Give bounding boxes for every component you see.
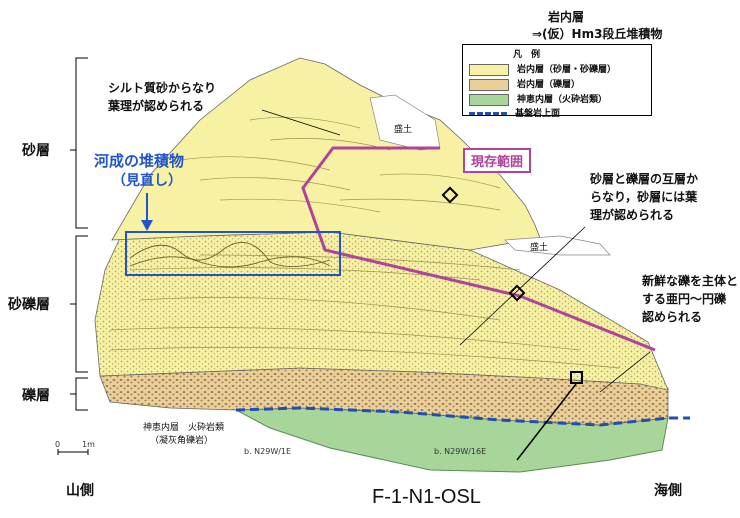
fluvial-label: 河成の堆積物	[94, 152, 185, 170]
fresh-gravel-line3: 認められる	[642, 310, 703, 324]
strike-label-1: b. N29W/1E	[244, 447, 292, 456]
gravel-bracket	[75, 377, 88, 411]
legend-item-gravel: 岩内層（礫層）	[469, 77, 580, 91]
fresh-gravel-line2: する亜円～円礫	[642, 292, 727, 306]
scale-bar	[57, 449, 89, 455]
sample-label: F-1-N1-OSL	[372, 486, 481, 508]
mountain-side-label: 山側	[66, 483, 94, 499]
basement-top-line	[235, 406, 690, 427]
strike-label-2: b. N29W/16E	[434, 447, 487, 456]
sea-side-label: 海側	[654, 483, 682, 499]
header-line2: ⇒(仮）Hm3段丘堆積物	[532, 27, 663, 41]
current-range-label: 現存範囲	[463, 148, 532, 173]
interbed-note-line3: 理が認められる	[590, 208, 675, 222]
legend-swatch	[469, 78, 509, 91]
label-sandy-gravel-layer: 砂礫層	[8, 297, 50, 313]
scale-label-0: 0	[55, 440, 61, 449]
fill-area-2	[504, 235, 611, 256]
legend-item-basement: 基盤岩上面	[469, 106, 560, 119]
sample-diamond-2	[508, 284, 526, 302]
label-sand-layer: 砂層	[22, 143, 50, 159]
label-gravel-layer: 礫層	[22, 388, 50, 404]
interbed-note-line2: らなり，砂層には葉	[590, 190, 698, 204]
sand-bracket	[75, 57, 88, 229]
fluvial-box	[125, 231, 341, 276]
fluvial-revised: （見直し）	[112, 173, 182, 189]
header-line1: 岩内層	[548, 10, 585, 24]
scale-label-1m: 1m	[82, 440, 95, 449]
fill-label-2: 盛土	[530, 243, 549, 253]
sample-diamond-1	[441, 186, 459, 204]
silt-note-line2: 葉理が認められる	[108, 99, 205, 113]
kamoenai-note-line1: 神恵内層 火砕岩類	[143, 423, 225, 433]
legend-item-sand: 岩内層（砂層・砂礫層）	[469, 62, 616, 76]
current-range-line	[301, 146, 656, 352]
legend-dash	[469, 112, 507, 115]
fill-label-1: 盛土	[394, 125, 413, 135]
fresh-gravel-line1: 新鮮な礫を主体と	[642, 274, 739, 288]
sample-leader-line	[516, 383, 577, 461]
sand-layer	[111, 57, 541, 251]
silt-note-line1: シルト質砂からなり	[108, 81, 217, 95]
legend: 凡 例 岩内層（砂層・砂礫層） 岩内層（礫層） 神恵内層（火砕岩類） 基盤岩上面	[462, 44, 652, 119]
interbed-note-line1: 砂層と礫層の互層か	[590, 172, 699, 186]
legend-title: 凡 例	[513, 50, 541, 60]
legend-swatch	[469, 63, 509, 76]
sandy-gravel-bracket	[75, 235, 88, 373]
legend-swatch	[469, 93, 509, 106]
legend-item-kamoenai: 神恵内層（火砕岩類）	[469, 92, 607, 106]
sample-square	[570, 371, 583, 384]
kamoenai-note-line2: （凝灰角礫岩）	[150, 436, 214, 446]
